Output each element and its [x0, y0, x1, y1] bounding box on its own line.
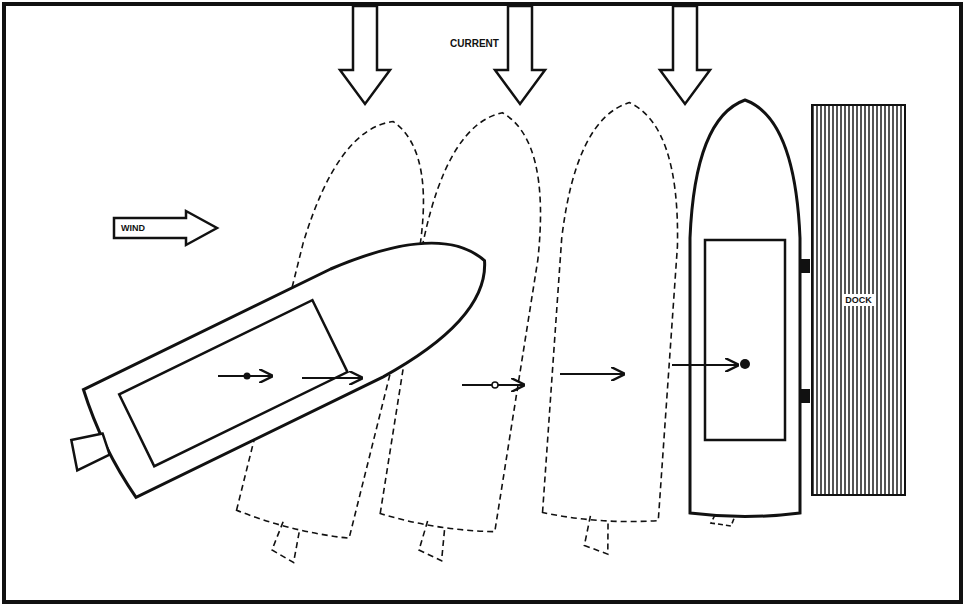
- boat-start: [47, 207, 511, 516]
- wind-arrow: WIND: [113, 210, 218, 246]
- frame: [4, 4, 961, 602]
- center-point: [492, 382, 498, 388]
- dock-label: DOCK: [843, 294, 874, 306]
- center-point: [740, 359, 750, 369]
- center-point: [244, 373, 251, 380]
- current-label: CURRENT: [448, 38, 501, 49]
- fender: [800, 259, 810, 273]
- boat-docked: [690, 100, 800, 526]
- fender: [800, 389, 810, 403]
- dock: DOCK: [812, 105, 905, 495]
- motion-arrows: [218, 365, 738, 385]
- current-arrows: [340, 6, 710, 104]
- wind-label: WIND: [121, 223, 145, 233]
